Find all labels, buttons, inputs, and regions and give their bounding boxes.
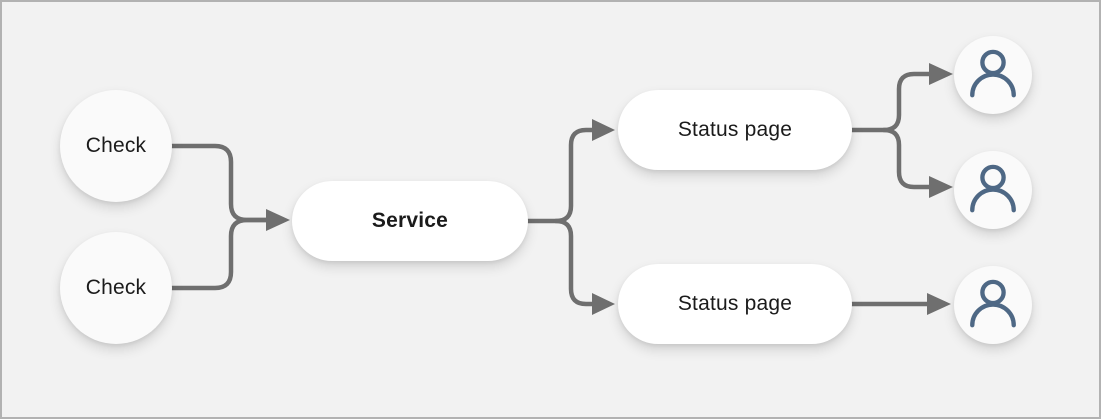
arrowhead-user3 (927, 293, 951, 315)
arrowhead-status1 (592, 119, 615, 141)
node-check-1: Check (60, 90, 172, 202)
arrowheads (266, 63, 953, 315)
node-service-label: Service (371, 209, 449, 232)
edge-check2-service (169, 217, 269, 291)
user-icon (970, 164, 1016, 213)
edge-service-status1 (525, 127, 595, 224)
edge-check1-service (169, 143, 269, 223)
node-user-2 (954, 151, 1032, 229)
node-check-2-label: Check (85, 276, 147, 299)
node-user-3 (954, 266, 1032, 344)
node-status-page-2: Status page (618, 264, 852, 344)
arrowhead-status2 (592, 293, 615, 315)
arrowhead-user1 (929, 63, 953, 85)
node-service: Service (292, 181, 528, 261)
node-status-page-1-label: Status page (677, 118, 793, 141)
node-check-1-label: Check (85, 134, 147, 157)
user-icon (970, 279, 1016, 328)
edge-status1-user1 (849, 71, 932, 133)
connector-paths (169, 71, 932, 307)
arrowhead-user2 (929, 176, 953, 198)
node-user-1 (954, 36, 1032, 114)
arrowhead-service (266, 209, 290, 231)
edge-status1-user2 (881, 127, 932, 190)
edge-service-status2 (553, 218, 595, 307)
user-icon (970, 49, 1016, 98)
node-status-page-2-label: Status page (677, 292, 793, 315)
node-check-2: Check (60, 232, 172, 344)
node-status-page-1: Status page (618, 90, 852, 170)
